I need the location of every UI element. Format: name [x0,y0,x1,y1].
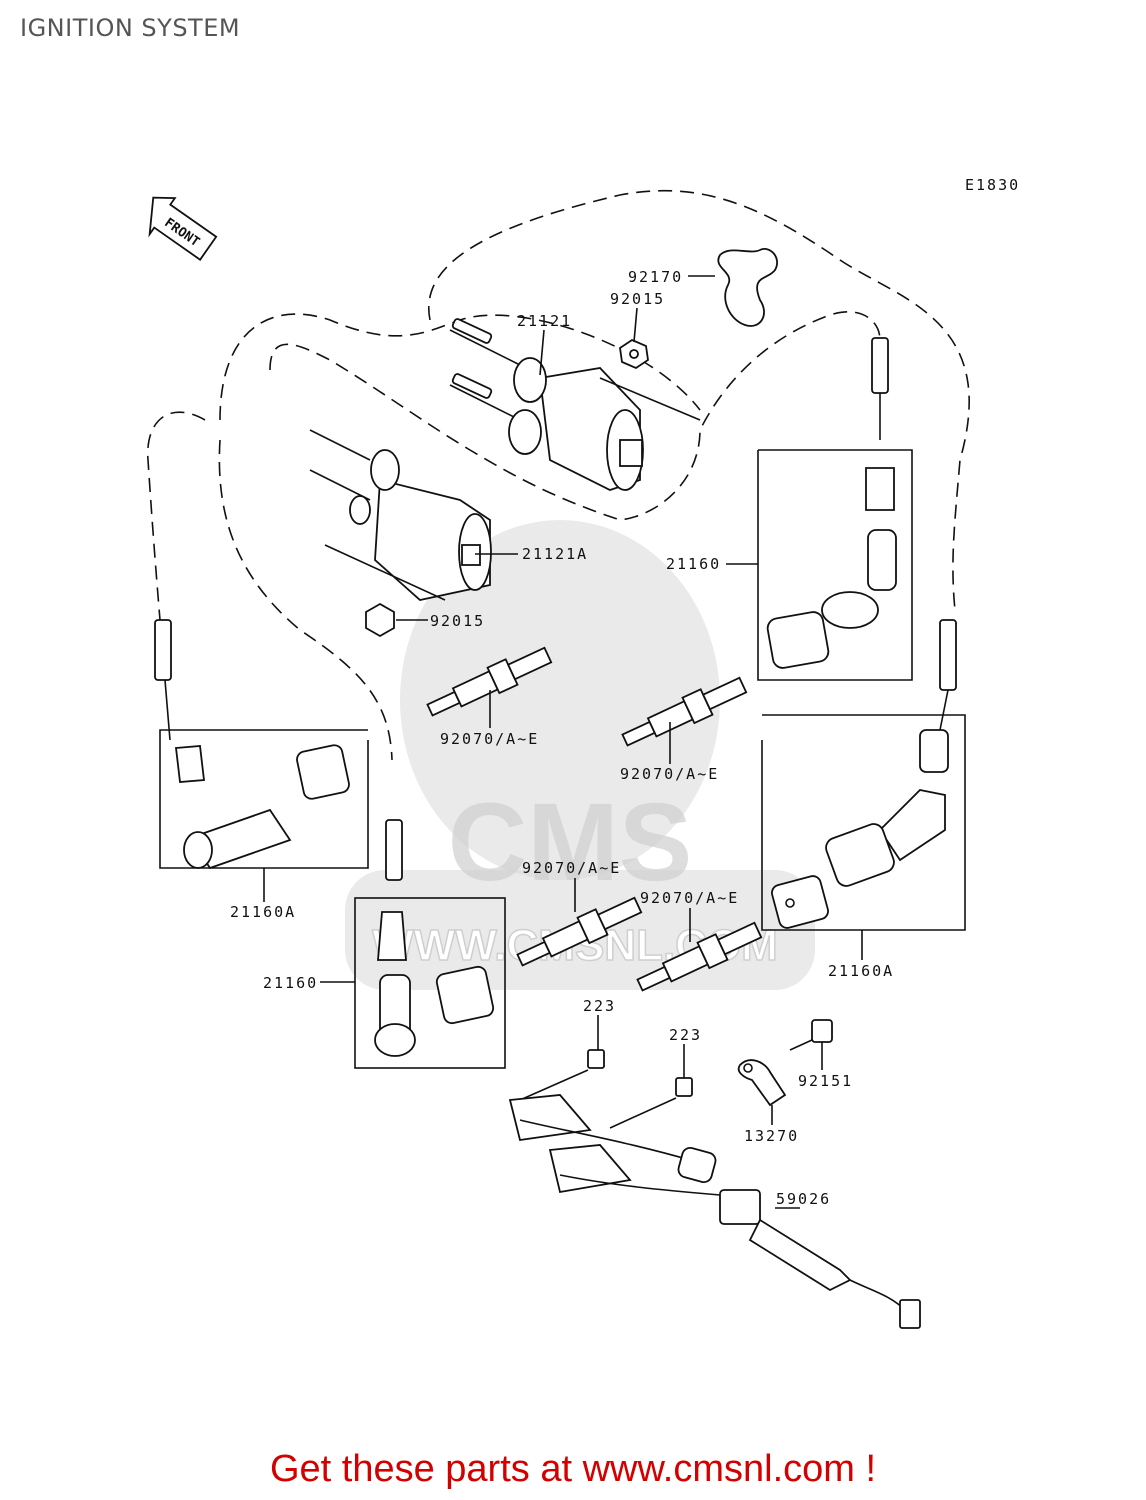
label-21121: 21121 [517,312,572,330]
label-21121A: 21121A [522,545,588,563]
pickup-coil-59026 [508,1094,921,1329]
bolt-92151 [789,1019,833,1051]
label-21160A-left: 21160A [230,903,296,921]
label-13270: 13270 [744,1127,799,1145]
outline-dashed-leftloop [218,439,393,761]
diagram-code: E1830 [965,176,1020,194]
page-title: IGNITION SYSTEM [20,14,241,42]
label-92170: 92170 [628,268,683,286]
label-223-b: 223 [669,1026,702,1044]
bracket-13270 [737,1059,787,1107]
plug-wire-right-lower [939,619,957,731]
outline-dashed-upper [428,189,970,611]
screw-223-b [609,1077,693,1129]
clamp-92170 [717,248,778,327]
ignition-parts-diagram: CMS WWW.CMSNL.COM E1830 FRONT [147,176,1020,1329]
label-92070-c: 92070/A~E [522,859,621,877]
label-92070-a: 92070/A~E [440,730,539,748]
label-92015-mid: 92015 [430,612,485,630]
ignition-coil-lower [309,429,492,601]
leader-lines [263,275,863,1209]
front-arrow: FRONT [148,196,218,261]
nut-92015-top [619,338,649,370]
plug-wire-right-upper [865,337,895,511]
label-59026: 59026 [776,1190,831,1208]
screw-223-a [519,1049,605,1101]
spark-plug-2 [621,676,748,747]
nut-92015-mid [365,602,395,638]
plug-cap-box-21160-left [354,897,506,1069]
plug-wire-center [385,819,403,881]
label-21160-left: 21160 [263,974,318,992]
plug-cap-box-21160-right [757,449,913,681]
plug-wire-left [154,619,172,741]
label-21160A-right: 21160A [828,962,894,980]
ignition-coil-upper [449,318,701,491]
outline-dashed-left [147,411,206,621]
label-92015-top: 92015 [610,290,665,308]
watermark-text: CMS [448,781,692,904]
label-92070-b: 92070/A~E [620,765,719,783]
plug-cap-box-21160A-left [159,729,369,870]
spark-plug-3 [516,896,643,967]
spark-plug-1 [426,646,553,717]
label-92151: 92151 [798,1072,853,1090]
label-223-a: 223 [583,997,616,1015]
footer-link-text[interactable]: Get these parts at www.cmsnl.com ! [269,1448,877,1490]
label-92070-d: 92070/A~E [640,889,739,907]
label-21160-right: 21160 [666,555,721,573]
plug-cap-box-21160A-right [761,714,966,931]
outline-dashed-inner [269,311,881,521]
spark-plug-4 [636,921,763,992]
outline-dashed-coil [219,313,701,421]
